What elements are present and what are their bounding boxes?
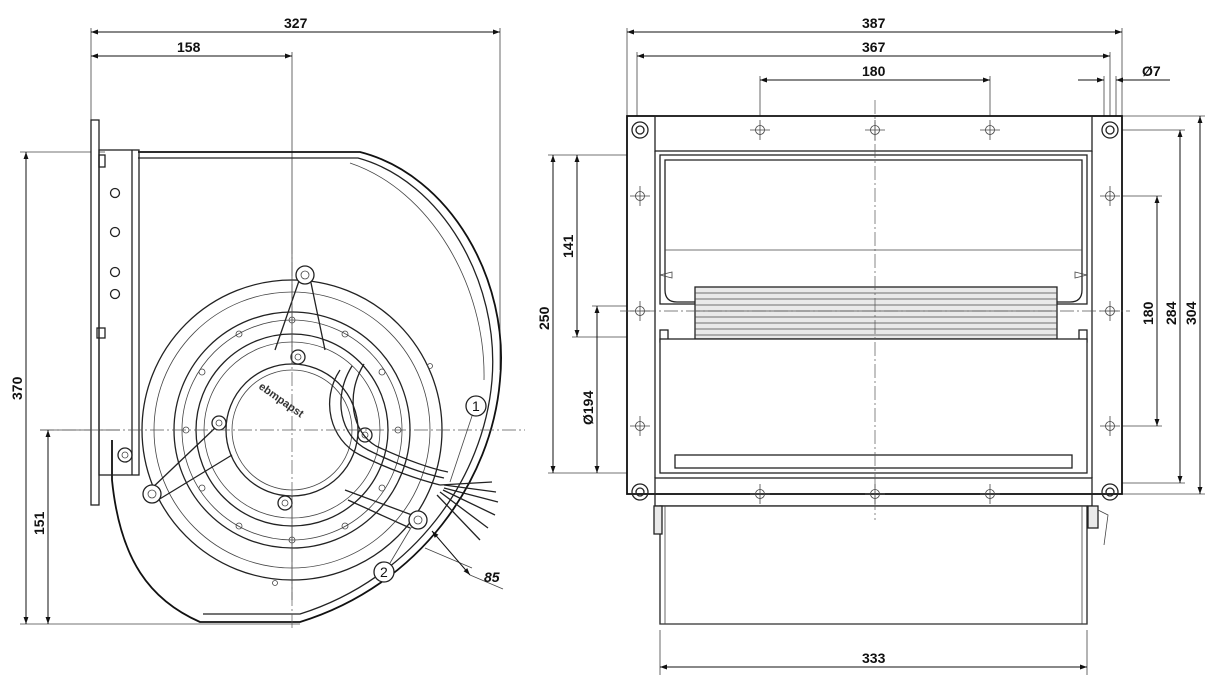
dim-284: 284 bbox=[1163, 301, 1179, 325]
dim-250: 250 bbox=[536, 306, 552, 330]
dim-inlet-diameter: Ø194 bbox=[580, 391, 596, 425]
dim-141: 141 bbox=[560, 234, 576, 258]
front-view: ebmpapst 327 158 370 151 1 2 85 bbox=[9, 15, 525, 630]
housing-body bbox=[659, 154, 1088, 305]
motor bbox=[694, 286, 1058, 340]
dim-370: 370 bbox=[9, 376, 25, 400]
scroll-housing-outline bbox=[111, 151, 502, 623]
corner-holes bbox=[631, 121, 1119, 501]
dim-304: 304 bbox=[1183, 301, 1199, 325]
dim-387: 387 bbox=[862, 15, 886, 31]
dim-180-vertical: 180 bbox=[1140, 301, 1156, 325]
dim-hole-diameter: Ø7 bbox=[1142, 63, 1161, 79]
housing-lower bbox=[659, 505, 1088, 625]
cable-bundle bbox=[328, 363, 499, 541]
mounting-flange bbox=[90, 119, 100, 506]
callout-1: 1 bbox=[472, 398, 480, 414]
dim-151: 151 bbox=[31, 511, 47, 535]
dim-85: 85 bbox=[484, 569, 500, 585]
side-view: 387 367 180 Ø7 250 141 Ø194 180 284 304 … bbox=[536, 15, 1205, 675]
dim-158: 158 bbox=[177, 39, 201, 55]
dim-367: 367 bbox=[862, 39, 886, 55]
support-arms bbox=[142, 265, 428, 530]
callout-2: 2 bbox=[380, 564, 388, 580]
dim-180-horizontal: 180 bbox=[862, 63, 886, 79]
dim-333: 333 bbox=[862, 650, 886, 666]
dim-327: 327 bbox=[284, 15, 308, 31]
